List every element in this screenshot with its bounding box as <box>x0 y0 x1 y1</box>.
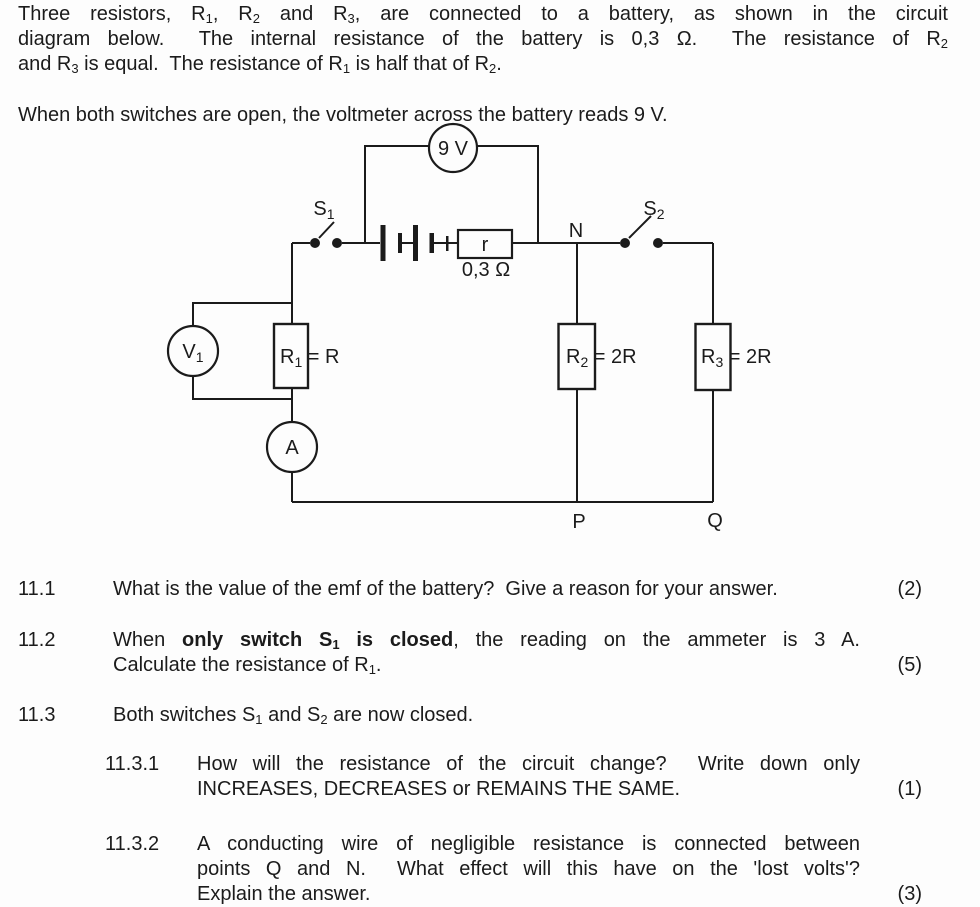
node-p-label: P <box>572 511 585 533</box>
intro-line-2: diagram below. The internal resistance o… <box>18 28 948 51</box>
question-11-3-2-text-line-1: A conducting wire of negligible resistan… <box>197 833 860 855</box>
question-11-3-2-number: 11.3.2 <box>105 833 160 855</box>
resistor-r3-label: R3 = 2R <box>701 346 772 370</box>
internal-resistance-value: 0,3 Ω <box>462 259 510 281</box>
question-11-3-2-text-line-3: Explain the answer. <box>197 883 371 905</box>
resistor-r2-label: R2 = 2R <box>566 346 637 370</box>
ammeter-label: A <box>285 437 299 459</box>
battery-voltmeter-reading: 9 V <box>438 138 469 160</box>
switch-s2-label: S2 <box>643 198 664 222</box>
switch-s2-lever <box>628 215 652 239</box>
voltmeter-loop-wire <box>364 145 539 243</box>
question-11-3-2-text-line-2: points Q and N. What effect will this ha… <box>197 858 860 880</box>
intro-paragraph-2: When both switches are open, the voltmet… <box>18 104 668 126</box>
switch-s1-lever <box>318 221 335 239</box>
resistor-r2-box <box>557 322 597 391</box>
question-11-2-text-line-2: Calculate the resistance of R1. <box>113 654 382 677</box>
resistor-r1-box <box>272 322 310 390</box>
question-11-3-1-number: 11.3.1 <box>105 753 160 775</box>
switch-s1-contact-dot <box>310 238 320 248</box>
question-11-3-1-text-line-1: How will the resistance of the circuit c… <box>197 753 860 775</box>
resistor-r1-label: R1 = R <box>280 346 340 370</box>
question-11-2-marks: (5) <box>897 654 922 676</box>
question-11-3-text: Both switches S1 and S2 are now closed. <box>113 704 474 727</box>
ammeter-icon <box>265 420 319 474</box>
question-11-1-number: 11.1 <box>18 578 56 600</box>
node-n-label: N <box>569 220 583 242</box>
voltmeter-v1-icon <box>166 324 220 378</box>
intro-line-3: and R3 is equal. The resistance of R1 is… <box>18 53 502 76</box>
question-11-1-text: What is the value of the emf of the batt… <box>113 578 778 600</box>
question-11-3-1-marks: (1) <box>897 778 922 800</box>
question-11-1-marks: (2) <box>897 578 922 600</box>
switch-s1-contact-dot <box>332 238 342 248</box>
node-q-label: Q <box>707 510 723 532</box>
resistor-r3-box <box>694 322 732 392</box>
question-11-2-text-line-1: When only switch S1 is closed, the readi… <box>113 629 860 652</box>
intro-paragraph: Three resistors, R1, R2 and R3, are conn… <box>18 2 948 77</box>
switch-s2-contact-dot <box>620 238 630 248</box>
switch-s2-contact-dot <box>653 238 663 248</box>
switch-s1-label: S1 <box>313 198 334 222</box>
internal-resistance-label: r <box>482 234 489 256</box>
battery-cells-icon <box>380 225 458 261</box>
battery-voltmeter-icon <box>427 122 479 174</box>
question-11-2-number: 11.2 <box>18 629 56 651</box>
circuit-diagram: 9 V S1 r 0,3 Ω N S2 <box>166 122 772 533</box>
question-11-3-2-marks: (3) <box>897 883 922 905</box>
intro-line-1: Three resistors, R1, R2 and R3, are conn… <box>18 3 948 26</box>
v1-loop-wire <box>192 302 292 400</box>
question-11-3-number: 11.3 <box>18 704 56 726</box>
voltmeter-v1-label: V1 <box>182 341 203 365</box>
question-11-3-1-text-line-2: INCREASES, DECREASES or REMAINS THE SAME… <box>197 778 681 800</box>
